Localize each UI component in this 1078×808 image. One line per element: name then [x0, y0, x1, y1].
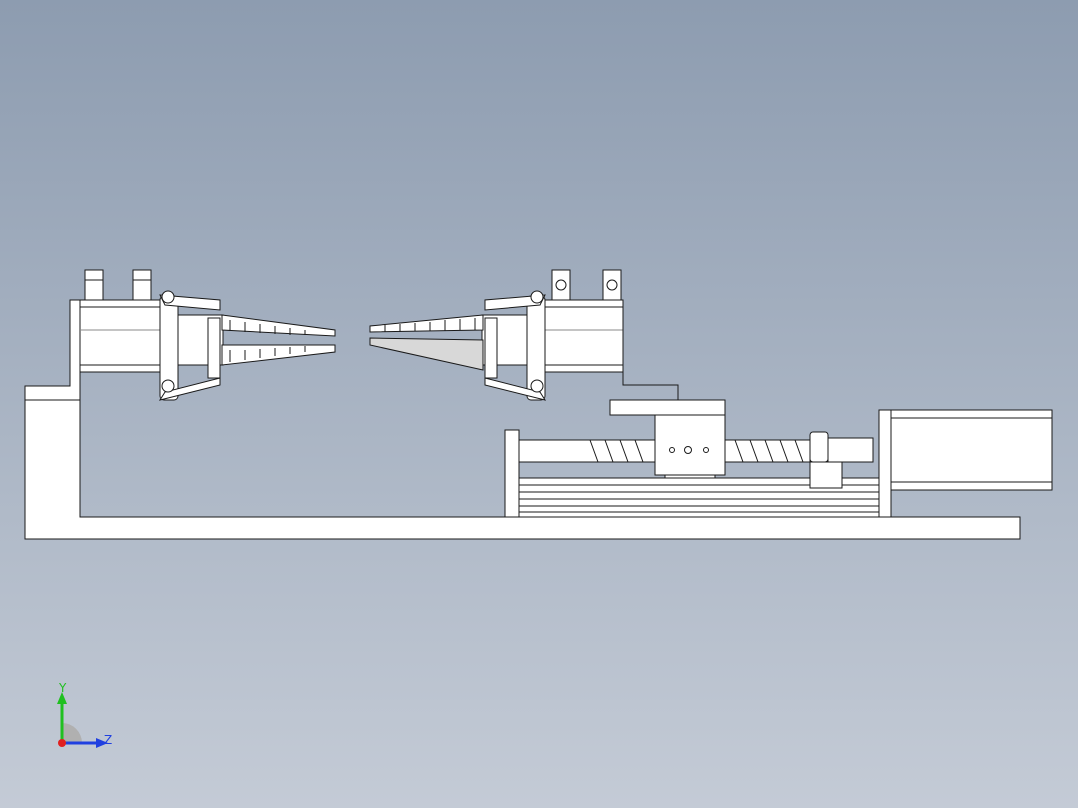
- coupling: [809, 431, 829, 463]
- y-axis-label: Y: [58, 681, 67, 695]
- motor-flange: [878, 409, 892, 518]
- left-jaw-mount: [207, 317, 221, 379]
- x-axis-origin-icon: [58, 739, 66, 747]
- right-gripper-assembly[interactable]: [369, 269, 679, 401]
- left-pivot-bottom: [161, 379, 175, 393]
- left-fitting-1: [84, 269, 104, 301]
- right-pivot-top: [530, 290, 544, 304]
- ball-screw-left: [518, 439, 656, 463]
- base-frame[interactable]: [24, 299, 1021, 540]
- left-pivot-top: [161, 290, 175, 304]
- y-axis-arrowhead: [57, 692, 67, 704]
- module-end-plate: [504, 429, 520, 518]
- bearing-block: [809, 461, 843, 489]
- right-upper-finger: [369, 314, 484, 333]
- ball-screw-right: [724, 439, 811, 463]
- right-jaw-mount: [484, 317, 498, 379]
- linear-module[interactable]: [504, 409, 892, 518]
- coupling-housing: [827, 437, 874, 463]
- left-cylinder-body: [79, 299, 161, 373]
- left-fitting-2: [132, 269, 152, 301]
- left-gripper-assembly[interactable]: [79, 269, 336, 401]
- z-axis-label: Z: [104, 733, 112, 747]
- right-lower-finger: [369, 337, 484, 371]
- left-upper-finger: [221, 314, 336, 337]
- carriage-block: [654, 414, 726, 476]
- triad-quadrant: [62, 723, 82, 743]
- z-axis-arrowhead: [96, 738, 108, 748]
- right-cylinder-body: [544, 299, 624, 373]
- right-pivot-bottom: [530, 379, 544, 393]
- servo-motor[interactable]: [890, 409, 1053, 491]
- view-orientation-triad: Y Z: [57, 681, 112, 748]
- left-lower-finger: [221, 344, 336, 366]
